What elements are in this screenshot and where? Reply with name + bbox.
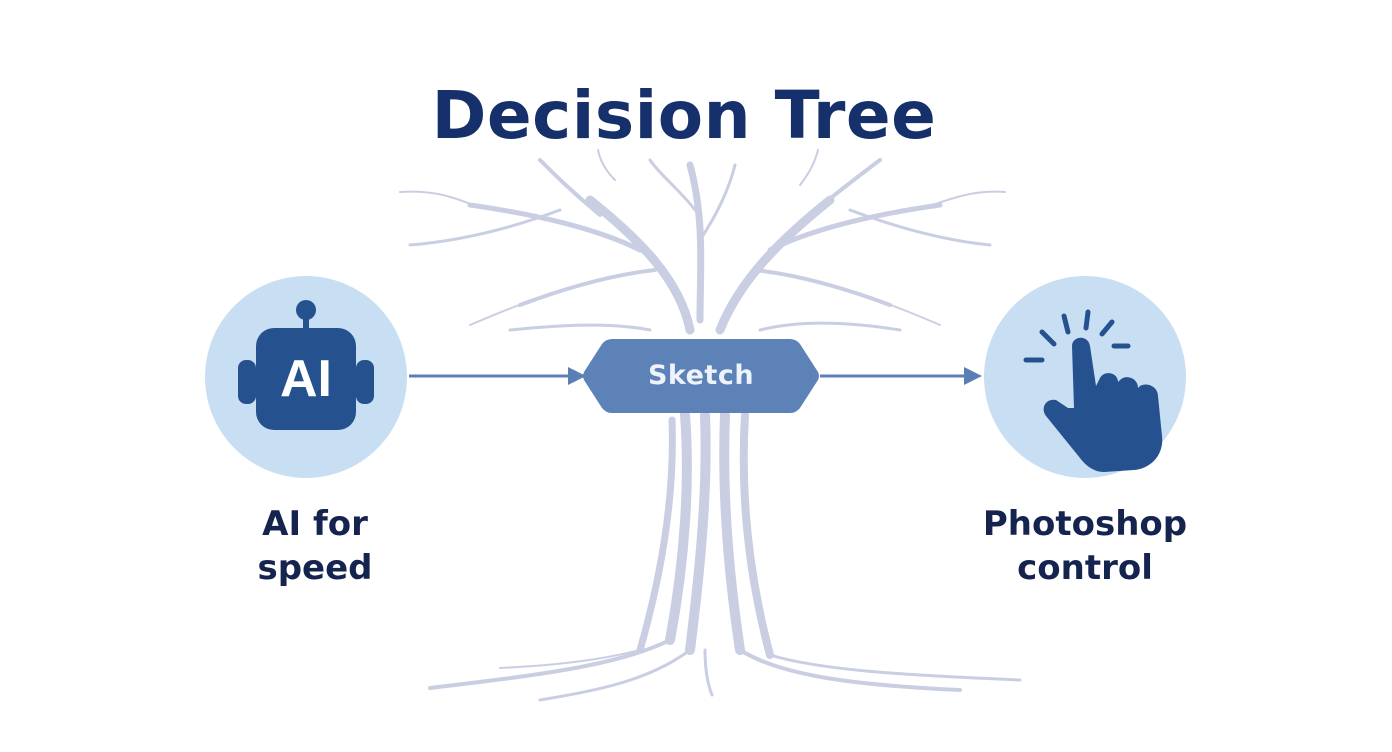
sketch-hexagon-shape: [583, 339, 819, 413]
photoshop-option-node: [984, 276, 1186, 478]
photoshop-label-line-1: Photoshop: [982, 504, 1188, 544]
sketch-node: Sketch: [582, 336, 820, 416]
ai-icon-text: AI: [280, 350, 332, 408]
arrowhead-left: [568, 367, 586, 385]
ai-option-label: AI for speed: [205, 502, 425, 590]
sketch-label: Sketch: [647, 360, 755, 391]
diagram-title: Decision Tree: [431, 77, 937, 154]
ai-label-line-1: AI for: [262, 504, 368, 544]
ai-option-node: AI: [205, 276, 407, 478]
photoshop-label-line-2: control: [1017, 548, 1153, 588]
arrowhead-right: [964, 367, 982, 385]
photoshop-option-label: Photoshop control: [955, 502, 1215, 590]
pointing-hand-click-icon: [984, 276, 1186, 478]
robot-ai-icon: [205, 276, 407, 478]
ai-label-line-2: speed: [257, 548, 373, 588]
